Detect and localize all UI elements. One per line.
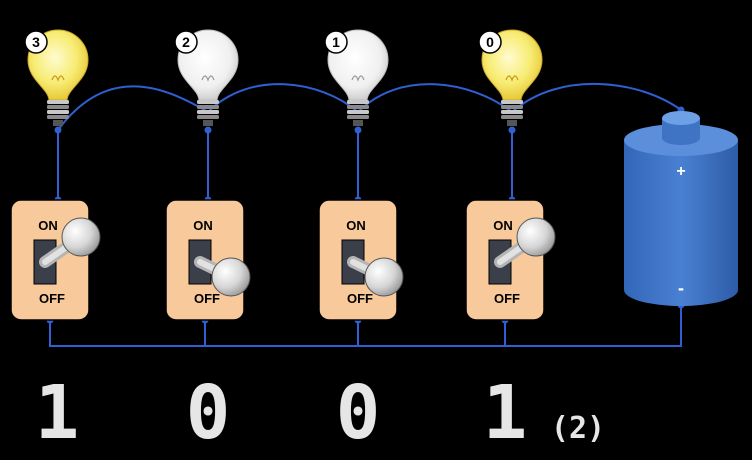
toggle-switch-1[interactable]: ON OFF [318, 199, 404, 321]
switch-off-label: OFF [494, 291, 520, 306]
switch-knob[interactable] [61, 217, 101, 257]
switch-knob[interactable] [211, 257, 251, 297]
bit-unit-3: 3ON OFF 1 [10, 29, 101, 456]
lamp-index-label: 0 [486, 34, 494, 50]
toggle-switch-3[interactable]: ON OFF [10, 199, 101, 321]
switch-off-label: OFF [39, 291, 65, 306]
binary-digit-1: 0 [336, 370, 381, 456]
bit-unit-2: 2ON OFF 0 [165, 29, 251, 456]
bit-unit-0: 0ON OFF 1 [465, 29, 556, 456]
switch-on-label: ON [38, 218, 58, 233]
switch-knob[interactable] [516, 217, 556, 257]
battery-minus-label: - [678, 278, 684, 298]
binary-digit-2: 0 [186, 370, 231, 456]
switch-off-label: OFF [194, 291, 220, 306]
switch-knob[interactable] [364, 257, 404, 297]
lamp-index-badge [174, 30, 198, 54]
switch-on-label: ON [493, 218, 513, 233]
toggle-switch-2[interactable]: ON OFF [165, 199, 251, 321]
switch-off-label: OFF [347, 291, 373, 306]
lamp-index-badge [324, 30, 348, 54]
base-label: (2) [551, 411, 605, 446]
bit-unit-1: 1ON OFF 0 [318, 29, 404, 456]
switch-on-label: ON [193, 218, 213, 233]
switch-on-label: ON [346, 218, 366, 233]
binary-digit-0: 1 [483, 370, 528, 456]
lamp-index-label: 3 [32, 34, 40, 50]
wire-bottom [49, 305, 682, 347]
lamp-index-badge [24, 30, 48, 54]
battery-plus-label: + [676, 163, 685, 180]
lamp-index-label: 2 [182, 34, 190, 50]
toggle-switch-0[interactable]: ON OFF [465, 199, 556, 321]
binary-digit-3: 1 [35, 370, 80, 456]
battery: + - [624, 111, 738, 306]
lamp-index-badge [478, 30, 502, 54]
lamp-index-label: 1 [332, 34, 340, 50]
